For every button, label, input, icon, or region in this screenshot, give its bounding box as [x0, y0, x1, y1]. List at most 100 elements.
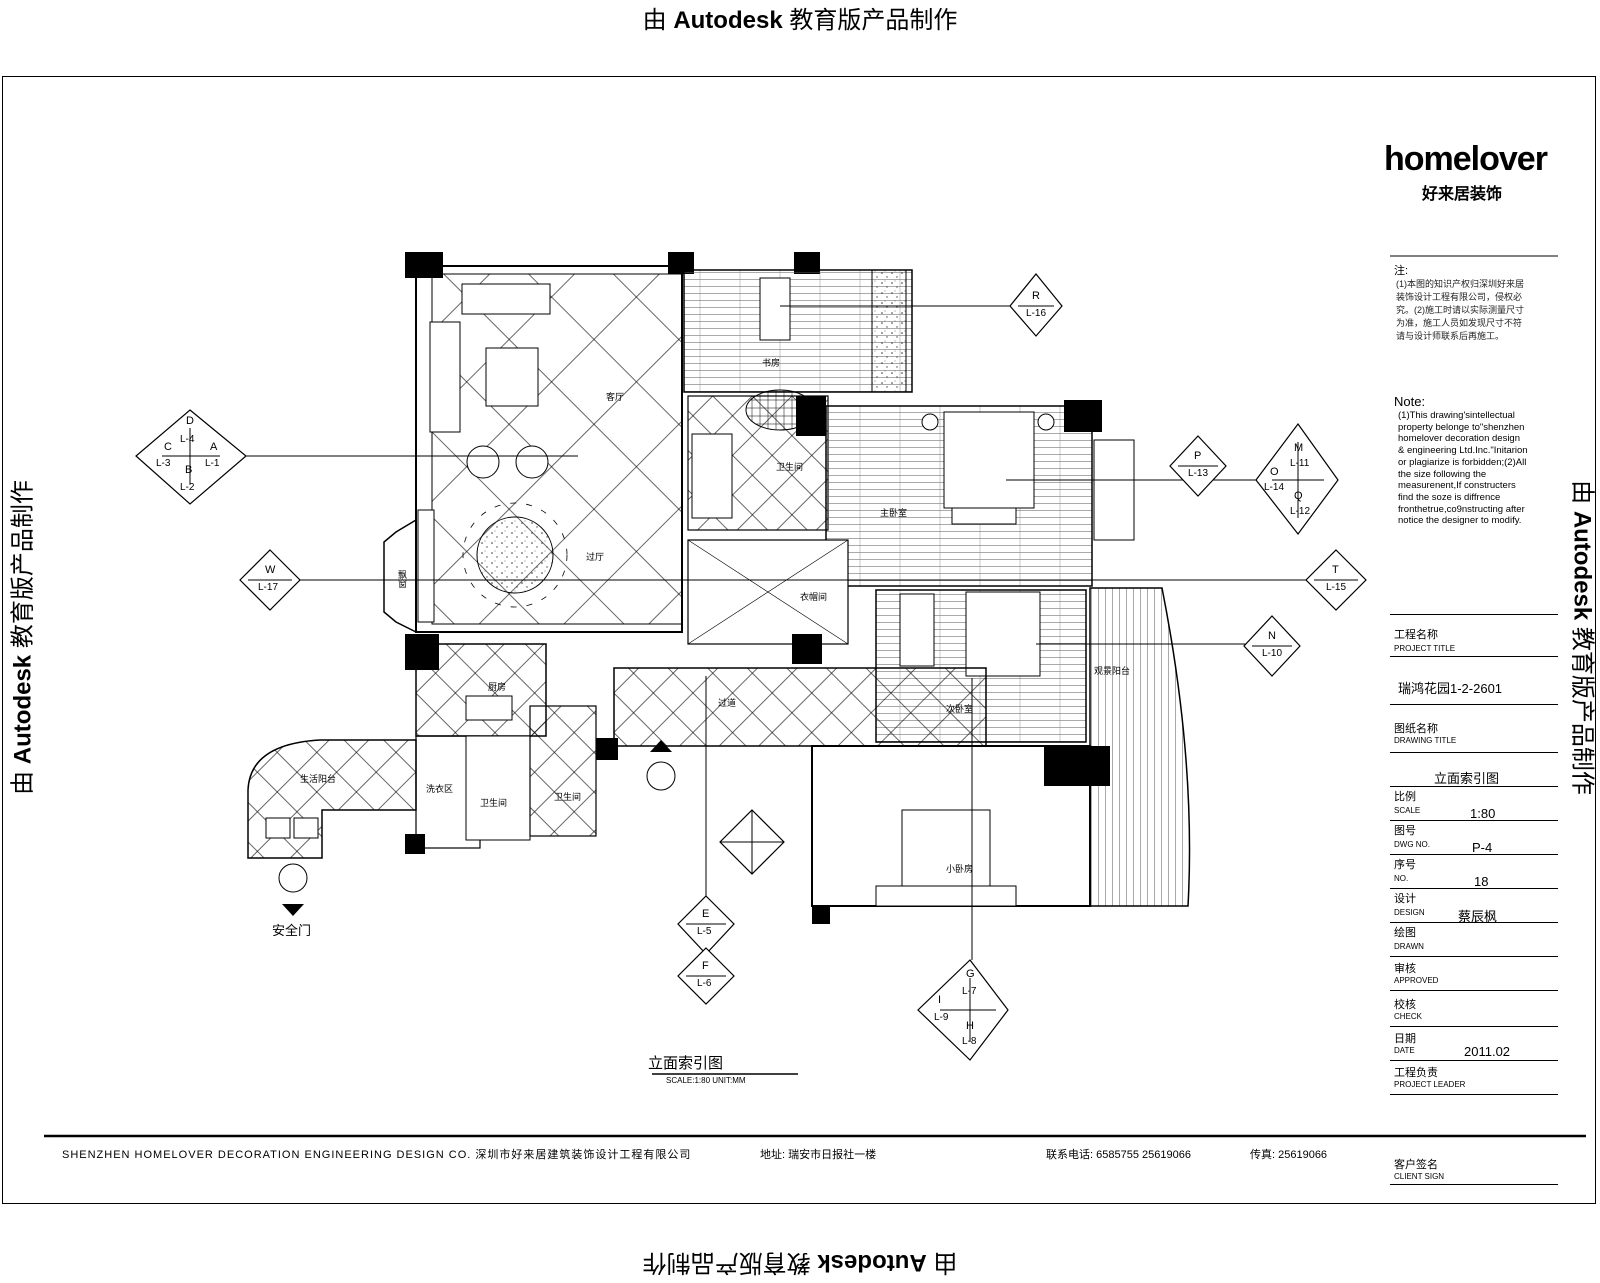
north-compass-icon [720, 810, 784, 874]
room-label-service-balcony: 生活阳台 [300, 772, 336, 785]
marker-letter-q: Q [1294, 490, 1303, 502]
scale-value: 1:80 [1470, 806, 1495, 821]
check-en: CHECK [1394, 1012, 1422, 1021]
marker-letter-b: B [185, 464, 192, 476]
scale-cn: 比例 [1394, 788, 1416, 804]
marker-letter-w: W [265, 564, 275, 576]
notes-cn-title: 注: [1394, 262, 1408, 278]
master-bathroom [688, 390, 828, 530]
marker-letter-c: C [164, 441, 172, 453]
date-value: 2011.02 [1464, 1044, 1510, 1059]
marker-ref-l10: L-10 [1262, 648, 1282, 659]
project-title-value: 瑞鸿花园1-2-2601 [1398, 678, 1502, 697]
room-label-closet: 衣帽间 [800, 590, 827, 603]
footer-tel: 联系电话: 6585755 25619066 [1046, 1146, 1191, 1162]
viewer-icon [647, 740, 675, 790]
date-en: DATE [1394, 1046, 1415, 1055]
client-sign-en: CLIENT SIGN [1394, 1172, 1444, 1181]
marker-ref-l17: L-17 [258, 582, 278, 593]
plan-scale-note: SCALE:1:80 UNIT:MM [666, 1076, 746, 1085]
index-marker-t [1306, 550, 1366, 610]
marker-ref-l13: L-13 [1188, 468, 1208, 479]
marker-letter-n: N [1268, 630, 1276, 642]
index-marker-f [678, 948, 734, 1004]
room-label-kitchen: 厨房 [488, 680, 506, 693]
drawing-title-cn: 图纸名称 [1394, 720, 1438, 736]
marker-ref-l15: L-15 [1326, 582, 1346, 593]
footer-fax: 传真: 25619066 [1250, 1146, 1327, 1162]
marker-letter-r: R [1032, 290, 1040, 302]
room-label-laundry: 洗衣区 [426, 782, 453, 795]
marker-letter-d: D [186, 415, 194, 427]
kitchen-area [405, 634, 618, 854]
design-cn: 设计 [1394, 890, 1416, 906]
design-en: DESIGN [1394, 908, 1425, 917]
marker-ref-l16: L-16 [1026, 308, 1046, 319]
footer-company: SHENZHEN HOMELOVER DECORATION ENGINEERIN… [62, 1146, 691, 1162]
marker-letter-o: O [1270, 466, 1279, 478]
marker-letter-m: M [1294, 442, 1303, 454]
index-marker-p [1170, 436, 1226, 496]
room-label-bath3: 卫生间 [554, 790, 581, 803]
marker-ref-l12: L-12 [1290, 506, 1310, 517]
plan-title: 立面索引图 [648, 1052, 723, 1073]
room-label-bath2: 卫生间 [480, 796, 507, 809]
no-value: 18 [1474, 874, 1488, 889]
client-sign-cn: 客户签名 [1394, 1156, 1438, 1172]
marker-ref-l8: L-8 [962, 1036, 976, 1047]
marker-letter-t: T [1332, 564, 1339, 576]
leader-cn: 工程负责 [1394, 1064, 1438, 1080]
room-label-dining: 过厅 [586, 550, 604, 563]
marker-ref-l3: L-3 [156, 458, 170, 469]
check-cn: 校核 [1394, 996, 1416, 1012]
no-en: NO. [1394, 874, 1408, 883]
room-label-living: 客厅 [606, 390, 624, 403]
marker-ref-l6: L-6 [697, 978, 711, 989]
room-label-master-bed: 主卧室 [880, 506, 907, 519]
dwg-no-value: P-4 [1472, 840, 1492, 855]
dwg-no-cn: 图号 [1394, 822, 1416, 838]
no-cn: 序号 [1394, 856, 1416, 872]
room-label-bay: 飘窗 [396, 570, 409, 588]
marker-letter-h: H [966, 1020, 974, 1032]
marker-ref-l11: L-11 [1290, 458, 1309, 469]
corridor [614, 668, 986, 746]
room-label-second-bed: 次卧室 [946, 702, 973, 715]
notes-en-body: (1)This drawing'sintellectual property b… [1398, 410, 1528, 527]
date-cn: 日期 [1394, 1030, 1416, 1046]
drawing-title-value: 立面索引图 [1434, 768, 1499, 787]
marker-ref-l5: L-5 [697, 926, 711, 937]
approved-cn: 审核 [1394, 960, 1416, 976]
room-label-small-bed: 小卧房 [946, 862, 973, 875]
approved-en: APPROVED [1394, 976, 1438, 985]
marker-letter-i: I [938, 994, 941, 1006]
index-marker-r [1010, 274, 1062, 336]
project-title-en: PROJECT TITLE [1394, 644, 1455, 653]
marker-ref-l7: L-7 [962, 986, 976, 997]
marker-ref-l9: L-9 [934, 1012, 948, 1023]
index-marker-n [1244, 616, 1300, 676]
marker-ref-l1: L-1 [205, 458, 219, 469]
marker-letter-g: G [966, 968, 975, 980]
marker-letter-p: P [1194, 450, 1201, 462]
marker-ref-l14: L-14 [1264, 482, 1284, 493]
leader-en: PROJECT LEADER [1394, 1080, 1465, 1089]
room-label-corridor: 过道 [718, 696, 736, 709]
drawn-cn: 绘图 [1394, 924, 1416, 940]
marker-ref-l2: L-2 [180, 482, 194, 493]
notes-en-title: Note: [1394, 394, 1425, 409]
drawing-title-en: DRAWING TITLE [1394, 736, 1456, 745]
room-label-living-balcony: 观景阳台 [1094, 664, 1130, 677]
room-label-study: 书房 [762, 356, 780, 369]
marker-ref-l4: L-4 [180, 434, 194, 445]
entry-label: 安全门 [272, 920, 311, 939]
notes-cn-body: (1)本图的知识产权归深圳好来居装饰设计工程有限公司，侵权必究。(2)施工时请以… [1396, 278, 1526, 343]
index-marker-e [678, 896, 734, 954]
index-marker-w [240, 550, 300, 610]
marker-letter-e: E [702, 908, 709, 920]
entry-arrow-icon [279, 864, 307, 916]
project-title-cn: 工程名称 [1394, 626, 1438, 642]
brand-subtitle: 好来居装饰 [1422, 180, 1502, 204]
scale-en: SCALE [1394, 806, 1420, 815]
